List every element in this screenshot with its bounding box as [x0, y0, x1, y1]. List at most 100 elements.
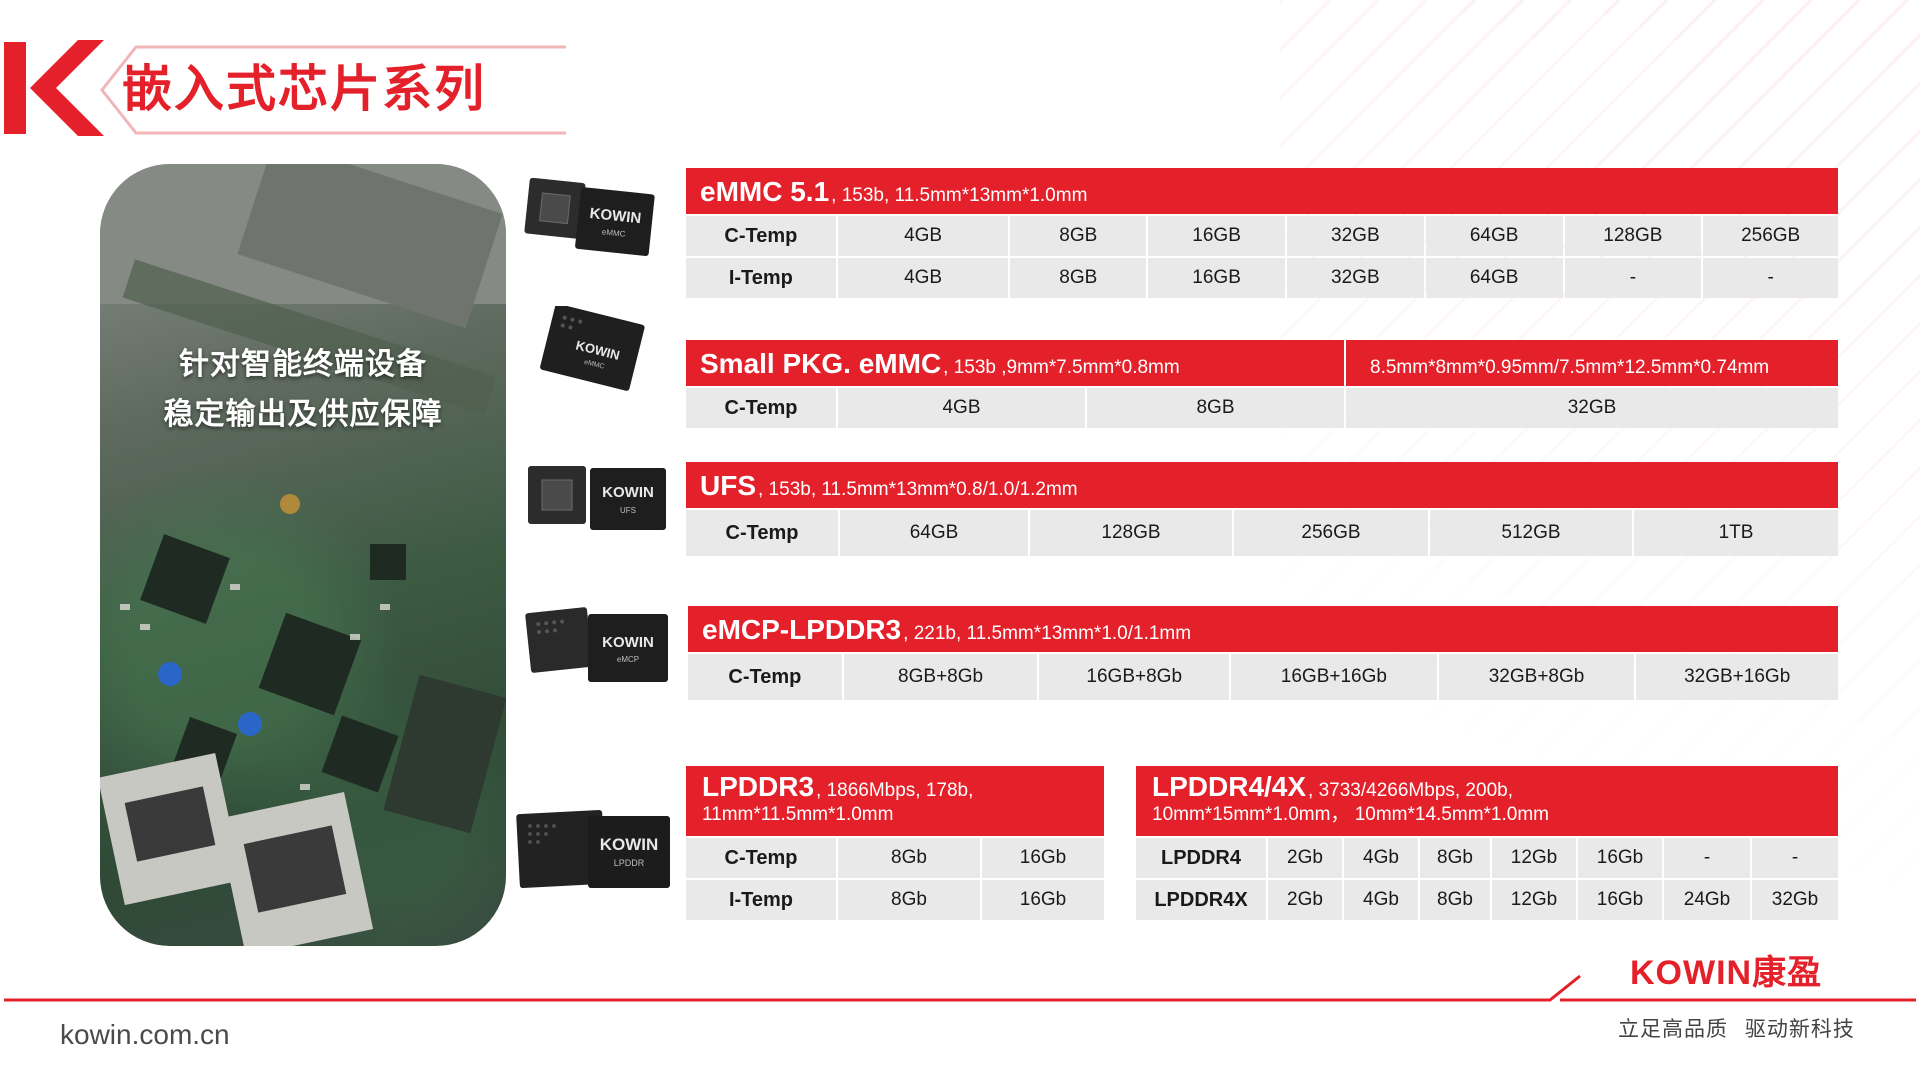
lpddr3-header: LPDDR3 , 1866Mbps, 178b, 11mm*11.5mm*1.0…: [686, 766, 1104, 836]
table-cell: 12Gb: [1492, 880, 1576, 920]
table-row: C-Temp 4GB 8GB 16GB 32GB 64GB 128GB 256G…: [686, 216, 1839, 256]
table-cell: -: [1564, 258, 1702, 298]
lpddr-chip-icon: KOWIN LPDDR: [516, 809, 670, 889]
svg-text:eMMC: eMMC: [601, 227, 626, 238]
table-cell: 8GB+8Gb: [843, 654, 1038, 700]
photo-caption-line2: 稳定输出及供应保障: [163, 398, 443, 431]
table-cell: -: [1703, 258, 1839, 298]
footer-url[interactable]: kowin.com.cn: [60, 1019, 230, 1050]
table-row: C-Temp 4GB 8GB 32GB: [686, 388, 1838, 428]
row-label: C-Temp: [686, 216, 836, 256]
table-cell: 32GB: [1286, 258, 1424, 298]
row-label: I-Temp: [686, 258, 836, 298]
table-row: C-Temp 64GB 128GB 256GB 512GB 1TB: [686, 510, 1838, 556]
footer-brand-logo: KOWIN康盈: [1630, 954, 1823, 992]
lpddr4-header: LPDDR4/4X , 3733/4266Mbps, 200b, 10mm*15…: [1136, 766, 1838, 836]
svg-text:KOWIN: KOWIN: [589, 205, 642, 227]
kowin-k-logo: [4, 40, 104, 136]
emcp-header: eMCP-LPDDR3 , 221b, 11.5mm*13mm*1.0/1.1m…: [688, 606, 1838, 652]
ufs-chip-icon: KOWIN UFS: [528, 466, 666, 530]
table-cell: 8GB: [1010, 258, 1147, 298]
table-cell: 8Gb: [1420, 880, 1490, 920]
table-cell: 16GB: [1148, 216, 1285, 256]
emcp-chip-icon: KOWIN eMCP: [525, 607, 668, 682]
small-emmc-table: Small PKG. eMMC , 153b ,9mm*7.5mm*0.8mm …: [686, 340, 1838, 428]
lpddr4-name: LPDDR4/4X: [1152, 771, 1307, 802]
emcp-table: eMCP-LPDDR3 , 221b, 11.5mm*13mm*1.0/1.1m…: [688, 606, 1838, 700]
svg-text:KOWIN: KOWIN: [602, 484, 654, 501]
ufs-desc: , 153b, 11.5mm*13mm*0.8/1.0/1.2mm: [758, 479, 1078, 500]
svg-text:LPDDR: LPDDR: [614, 858, 645, 868]
row-label: LPDDR4: [1136, 838, 1266, 878]
table-cell: 8GB: [1087, 388, 1344, 428]
row-label: C-Temp: [686, 388, 836, 428]
title-banner: [96, 44, 566, 136]
svg-text:eMMC: eMMC: [583, 359, 605, 371]
table-cell: 32Gb: [1752, 880, 1838, 920]
table-cell: 256GB: [1703, 216, 1839, 256]
table-cell: 64GB: [1425, 216, 1563, 256]
table-cell: 16GB+8Gb: [1039, 654, 1230, 700]
lpddr3-desc: , 1866Mbps, 178b,: [816, 780, 974, 801]
emcp-desc: , 221b, 11.5mm*13mm*1.0/1.1mm: [903, 623, 1192, 644]
svg-text:eMCP: eMCP: [617, 655, 639, 664]
table-cell: 64GB: [1425, 258, 1563, 298]
table-cell: 32GB: [1346, 388, 1838, 428]
row-label: C-Temp: [686, 510, 838, 556]
table-cell: 24Gb: [1664, 880, 1750, 920]
circuit-board-photo: 针对智能终端设备 稳定输出及供应保障: [100, 164, 506, 946]
table-cell: 4GB: [837, 216, 1009, 256]
table-cell: 256GB: [1234, 510, 1428, 556]
emmc-chip-icon: KOWIN eMMC: [524, 178, 655, 257]
table-cell: 32GB+16Gb: [1636, 654, 1838, 700]
table-cell: 128GB: [1030, 510, 1232, 556]
table-cell: 12Gb: [1492, 838, 1576, 878]
circuit-board-illustration: [100, 164, 506, 946]
table-cell: 2Gb: [1268, 880, 1342, 920]
footer-divider: [4, 974, 1916, 1002]
small-emmc-chip-icon: KOWIN eMMC: [540, 306, 645, 391]
table-cell: 8Gb: [838, 838, 980, 878]
table-cell: 2Gb: [1268, 838, 1342, 878]
lpddr4-table: LPDDR4/4X , 3733/4266Mbps, 200b, 10mm*15…: [1136, 766, 1838, 920]
lpddr3-desc-line2: 11mm*11.5mm*1.0mm: [702, 804, 894, 825]
emmc51-desc: , 153b, 11.5mm*13mm*1.0mm: [831, 185, 1088, 206]
table-cell: 16GB+16Gb: [1231, 654, 1437, 700]
table-cell: -: [1752, 838, 1838, 878]
row-label: C-Temp: [688, 654, 842, 700]
lpddr3-name: LPDDR3: [702, 771, 815, 802]
table-cell: 4GB: [837, 258, 1009, 298]
lpddr3-table: LPDDR3 , 1866Mbps, 178b, 11mm*11.5mm*1.0…: [686, 766, 1104, 920]
small-emmc-header: Small PKG. eMMC , 153b ,9mm*7.5mm*0.8mm …: [686, 340, 1838, 386]
lpddr4-desc: , 3733/4266Mbps, 200b,: [1308, 780, 1513, 801]
table-cell: 512GB: [1430, 510, 1632, 556]
row-label: C-Temp: [686, 838, 836, 878]
table-cell: 1TB: [1634, 510, 1838, 556]
lpddr4-desc-line2: 10mm*15mm*1.0mm， 10mm*14.5mm*1.0mm: [1152, 804, 1549, 825]
table-row: I-Temp 4GB 8GB 16GB 32GB 64GB - -: [686, 258, 1839, 298]
svg-text:KOWIN: KOWIN: [600, 835, 659, 854]
row-label: LPDDR4X: [1136, 880, 1266, 920]
table-cell: 4Gb: [1344, 880, 1418, 920]
table-row: I-Temp 8Gb 16Gb: [686, 880, 1104, 920]
table-cell: 16Gb: [982, 838, 1104, 878]
emmc51-header: eMMC 5.1 , 153b, 11.5mm*13mm*1.0mm: [686, 168, 1838, 214]
table-row: C-Temp 8Gb 16Gb: [686, 838, 1104, 878]
table-cell: 16Gb: [1578, 880, 1662, 920]
table-cell: 16Gb: [1578, 838, 1662, 878]
emmc51-name: eMMC 5.1: [700, 176, 830, 207]
small-emmc-desc: , 153b ,9mm*7.5mm*0.8mm: [943, 357, 1180, 378]
svg-text:UFS: UFS: [620, 506, 636, 515]
table-row: C-Temp 8GB+8Gb 16GB+8Gb 16GB+16Gb 32GB+8…: [688, 654, 1838, 700]
small-emmc-desc-right: 8.5mm*8mm*0.95mm/7.5mm*12.5mm*0.74mm: [1370, 357, 1770, 378]
table-cell: 128GB: [1564, 216, 1702, 256]
table-cell: 8Gb: [1420, 838, 1490, 878]
table-cell: 8GB: [1010, 216, 1147, 256]
table-cell: 32GB: [1286, 216, 1424, 256]
small-emmc-name: Small PKG. eMMC: [700, 348, 942, 379]
table-cell: 4Gb: [1344, 838, 1418, 878]
table-cell: 8Gb: [838, 880, 980, 920]
ufs-name: UFS: [700, 470, 756, 501]
emmc51-table: eMMC 5.1 , 153b, 11.5mm*13mm*1.0mm C-Tem…: [686, 168, 1839, 298]
photo-caption-line1: 针对智能终端设备: [179, 348, 427, 381]
